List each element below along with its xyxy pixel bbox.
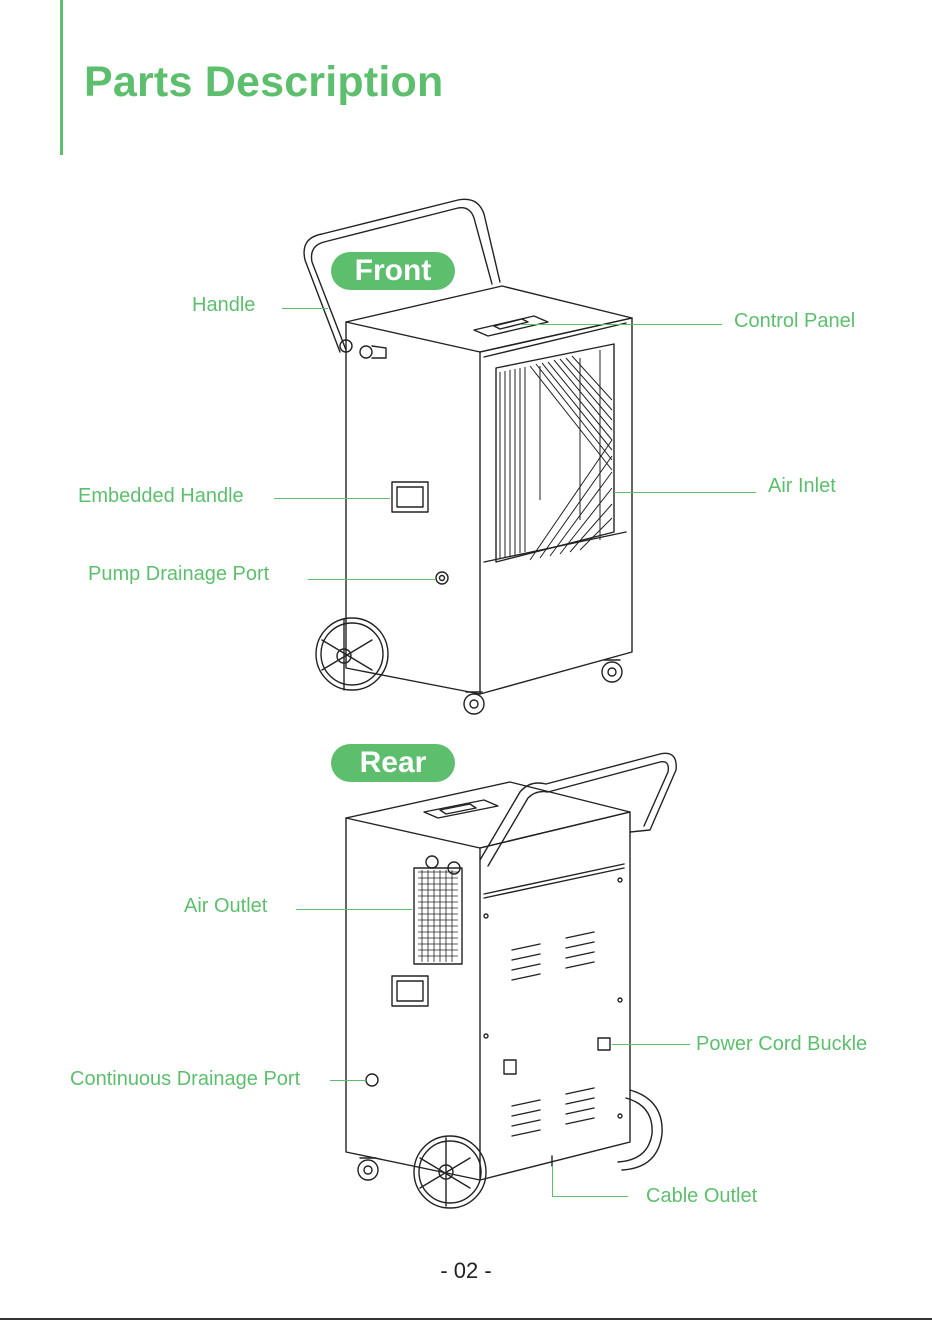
bottom-divider bbox=[0, 1318, 932, 1320]
control-panel-label: Control Panel bbox=[734, 310, 855, 333]
handle-leader-line bbox=[282, 308, 328, 309]
embedded-handle-leader-line bbox=[274, 498, 390, 499]
title-accent-bar bbox=[60, 0, 63, 155]
front-badge: Front bbox=[331, 252, 455, 290]
embedded-handle-label: Embedded Handle bbox=[78, 485, 244, 508]
power-cord-buckle-leader-line bbox=[612, 1044, 690, 1045]
air-inlet-leader-line bbox=[614, 492, 756, 493]
cable-outlet-leader-vertical bbox=[552, 1166, 553, 1196]
continuous-drainage-port-leader-line bbox=[330, 1080, 366, 1081]
pump-drainage-port-label: Pump Drainage Port bbox=[88, 563, 269, 586]
air-outlet-label: Air Outlet bbox=[184, 895, 267, 918]
dehumidifier-front-illustration bbox=[0, 190, 932, 730]
rear-badge: Rear bbox=[331, 744, 455, 782]
page-title: Parts Description bbox=[84, 58, 443, 107]
pump-drainage-port-leader-line bbox=[308, 579, 436, 580]
continuous-drainage-port-label: Continuous Drainage Port bbox=[70, 1068, 300, 1091]
power-cord-buckle-label: Power Cord Buckle bbox=[696, 1033, 867, 1056]
control-panel-leader-line bbox=[520, 324, 722, 325]
dehumidifier-rear-illustration bbox=[0, 740, 932, 1230]
handle-label: Handle bbox=[192, 294, 255, 317]
page-number: - 02 - bbox=[0, 1258, 932, 1284]
cable-outlet-leader-horizontal bbox=[552, 1196, 628, 1197]
cable-outlet-label: Cable Outlet bbox=[646, 1185, 757, 1208]
air-inlet-label: Air Inlet bbox=[768, 475, 836, 498]
air-outlet-leader-line bbox=[296, 909, 412, 910]
